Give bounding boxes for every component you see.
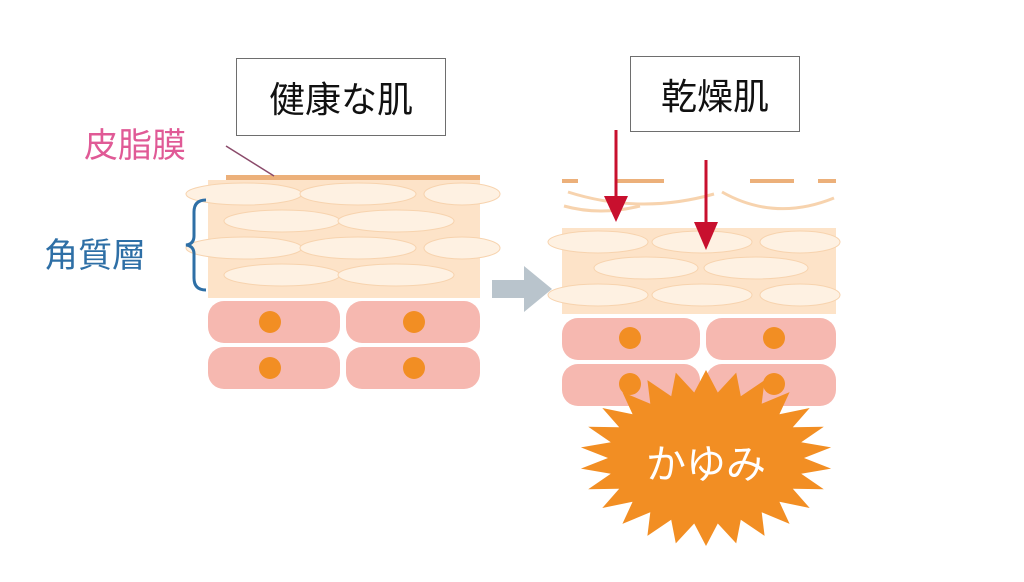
stratum-corneum-label: 角質層 [44,236,146,276]
itch-burst [580,370,832,546]
cell-nucleus [763,327,785,349]
dry-skin-diagram [547,130,841,406]
sebum-membrane-label: 皮脂膜 [84,126,186,166]
itch-label: かゆみ [646,442,766,488]
cell-nucleus [403,311,425,333]
stratum-brace [185,198,207,292]
cell-nucleus [259,357,281,379]
cell-nucleus [403,357,425,379]
peeling-cells [563,190,835,213]
healthy-basal-cells [208,301,480,389]
cell-nucleus [763,373,785,395]
sebum-pointer-line [225,145,275,177]
moisture-loss-arrows [604,130,718,250]
cell-nucleus [259,311,281,333]
dry-corneum-cells [547,230,841,307]
healthy-skin-diagram [185,145,501,389]
dry-skin-title: 乾燥肌 [630,56,800,132]
cell-nucleus [619,373,641,395]
cell-nucleus [619,327,641,349]
healthy-corneum-cells [185,182,501,287]
sebum-membrane-film [226,175,480,180]
transition-arrow [492,266,552,312]
healthy-skin-title: 健康な肌 [236,58,446,136]
